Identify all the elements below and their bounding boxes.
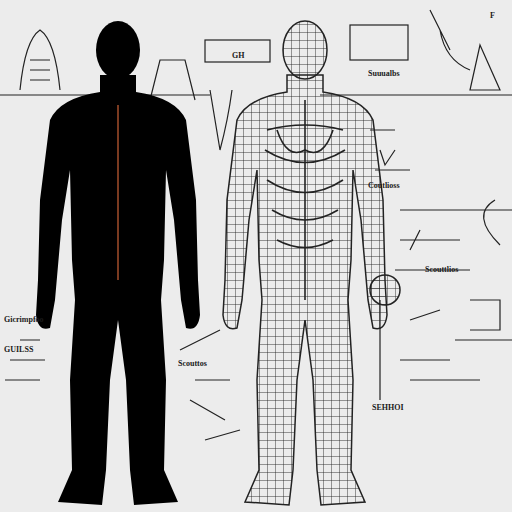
sketch-label: Coutlioss bbox=[368, 182, 400, 190]
sketch-label: Gicrimpfoo bbox=[4, 316, 44, 324]
black-silhouette bbox=[36, 21, 200, 505]
sketch-label: Scouttlios bbox=[425, 266, 458, 274]
sketch-label: Suuualbs bbox=[368, 70, 400, 78]
sketch-label: SEHHOI bbox=[372, 404, 404, 412]
wireframe-figure bbox=[223, 21, 400, 505]
sketch-label: GUILSS bbox=[4, 346, 33, 354]
sketch-label: F bbox=[490, 12, 495, 20]
sketch-label: GH bbox=[232, 52, 244, 60]
sketch-label: Scouttos bbox=[178, 360, 207, 368]
